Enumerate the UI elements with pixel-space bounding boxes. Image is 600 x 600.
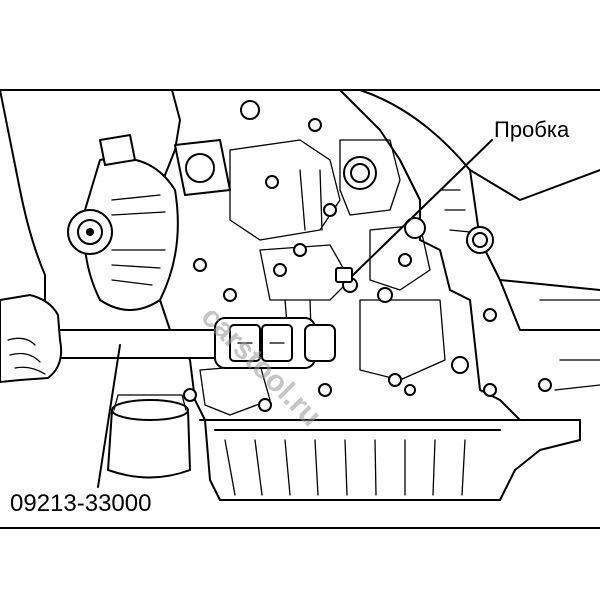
alternator <box>67 134 231 311</box>
plug-label: Пробка <box>494 117 570 142</box>
plug <box>335 267 353 283</box>
transmission-housing <box>359 89 600 391</box>
oil-pan <box>199 419 521 496</box>
tool-number-label: 09213-33000 <box>10 490 152 517</box>
bolts <box>183 100 552 412</box>
frame-lines <box>0 89 600 529</box>
special-tool <box>19 317 336 369</box>
oil-filter <box>107 394 191 479</box>
leader-lines <box>97 139 493 488</box>
hand <box>0 89 63 383</box>
